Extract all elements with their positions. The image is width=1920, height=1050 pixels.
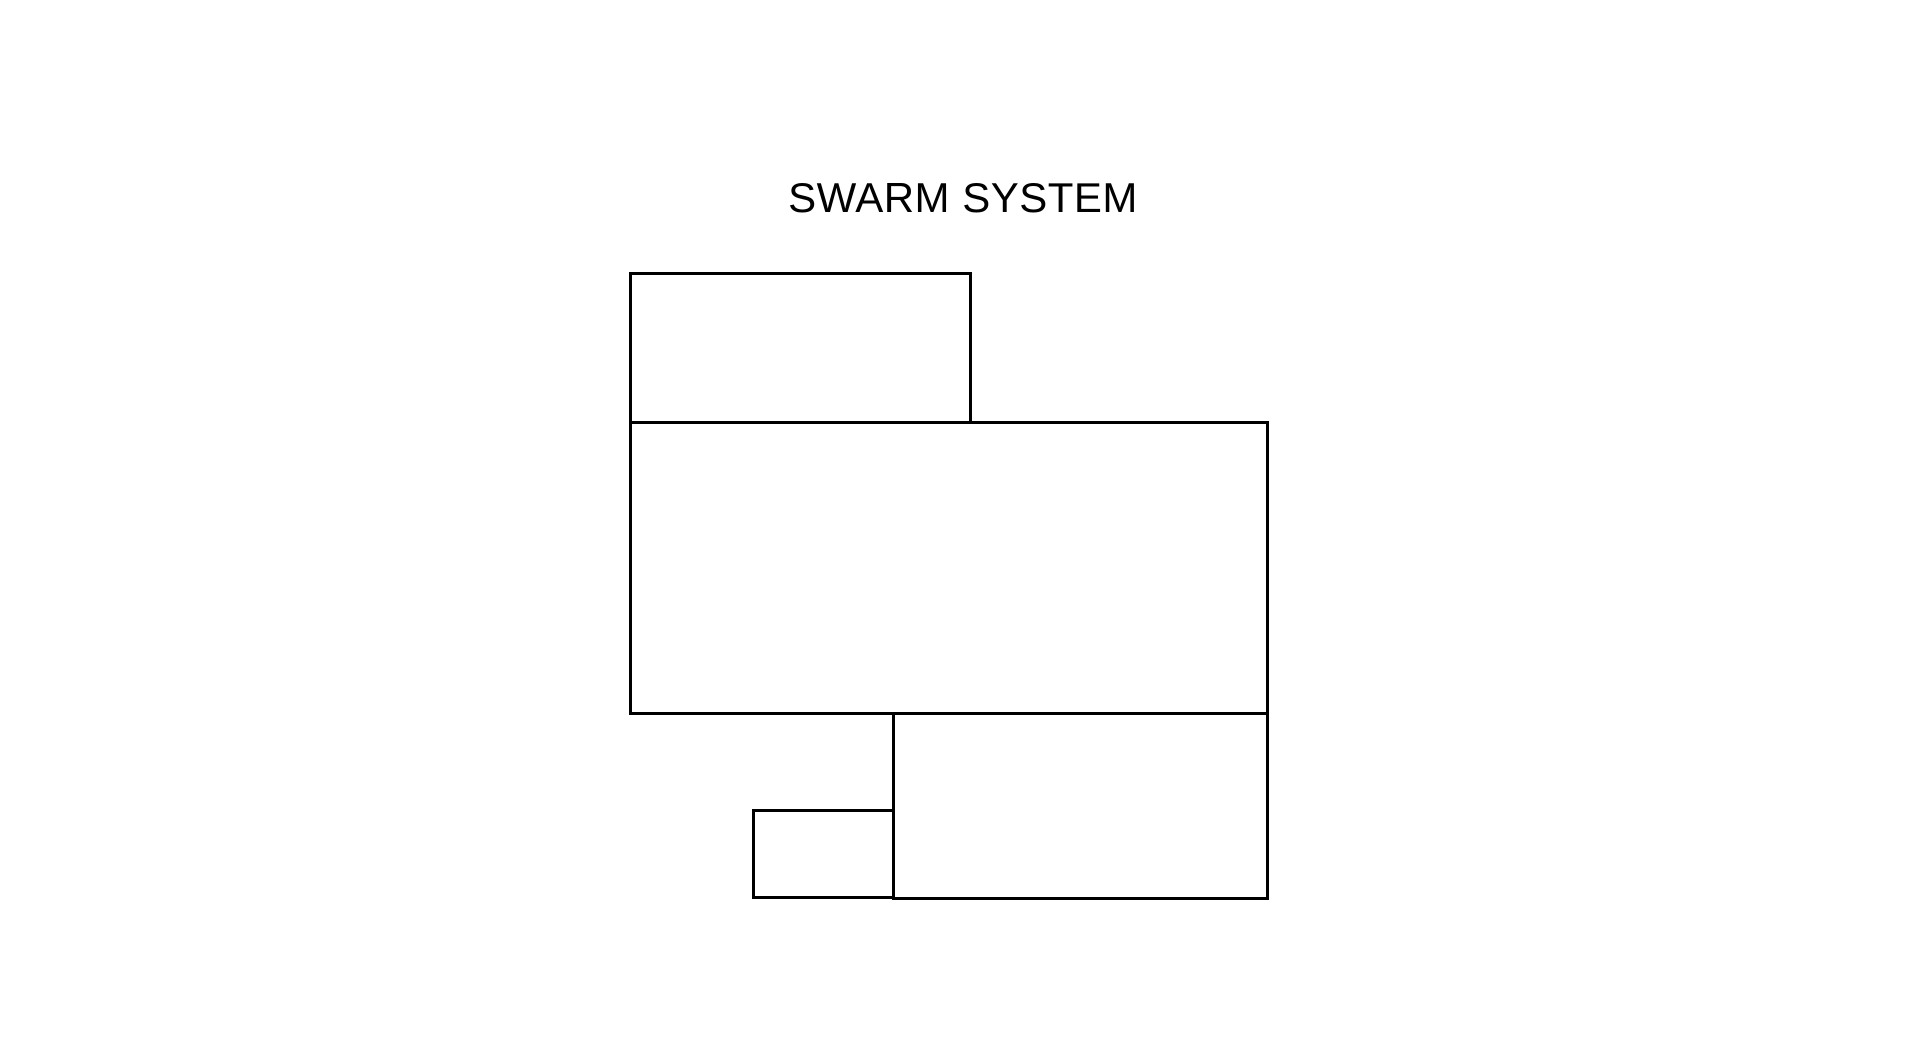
block-top-left	[629, 272, 972, 424]
block-bottom-right	[892, 712, 1269, 900]
block-bottom-small	[752, 809, 895, 899]
diagram-title: SWARM SYSTEM	[788, 174, 1138, 221]
block-main	[629, 421, 1269, 715]
